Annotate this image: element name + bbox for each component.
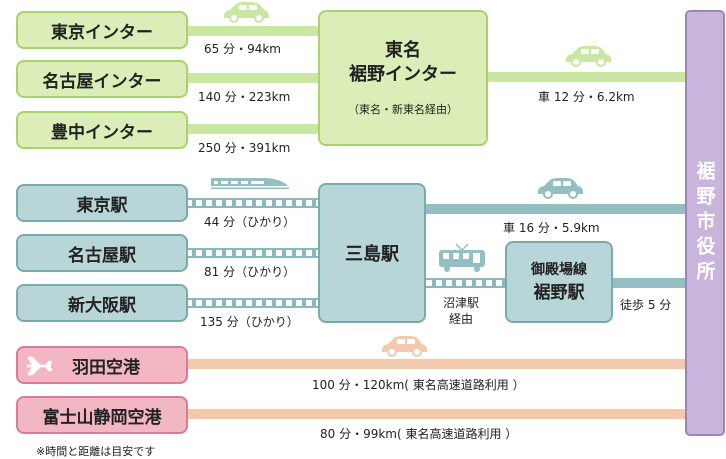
shinkansen-track-osaka	[186, 298, 318, 308]
origin-tokyo-ic-label: 東京インター	[51, 22, 153, 43]
time-shin-osaka-station: 135 分（ひかり）	[200, 315, 299, 329]
footnote: ※時間と距離は目安です	[36, 445, 156, 458]
origin-shizuoka-airport: 富士山静岡空港	[16, 396, 188, 434]
origin-nagoya-station: 名古屋駅	[16, 234, 188, 272]
origin-haneda-airport: 羽田空港	[16, 346, 188, 384]
shinkansen-track-nagoya	[186, 248, 318, 258]
origin-tokyo-station: 東京駅	[16, 184, 188, 222]
highway-line-toyonaka	[186, 124, 318, 134]
walk-line-susono	[612, 278, 686, 288]
hub-susono-ic-note: （東名・新東名経由）	[348, 103, 458, 116]
transfer-numazu-line2: 経由	[449, 312, 474, 326]
highway-line-to-city	[488, 72, 686, 82]
origin-shizuoka-airport-label: 富士山静岡空港	[42, 407, 162, 428]
hub-mishima-station: 三島駅	[318, 183, 426, 323]
origin-nagoya-station-label: 名古屋駅	[68, 245, 136, 266]
local-track-numazu	[426, 278, 506, 288]
susono-station: 御殿場線 裾野駅	[505, 241, 613, 323]
destination-susono-city-hall: 裾野市役所	[685, 10, 725, 436]
hub-mishima-station-label: 三島駅	[345, 244, 399, 265]
car-icon	[538, 178, 583, 199]
origin-nagoya-ic-label: 名古屋インター	[42, 71, 162, 92]
origin-toyonaka-ic-label: 豊中インター	[51, 122, 153, 143]
hub-susono-ic: 東名 裾野インター （東名・新東名経由）	[318, 10, 488, 146]
shinkansen-icon	[211, 178, 289, 189]
car-line-mishima-to-city	[426, 204, 686, 214]
time-tokyo-station: 44 分（ひかり）	[204, 215, 296, 229]
transfer-numazu-line1: 沼津駅	[443, 296, 480, 310]
air-line-shizuoka	[186, 409, 686, 419]
shinkansen-track-tokyo	[186, 198, 318, 208]
origin-shin-osaka-station: 新大阪駅	[16, 284, 188, 322]
time-susono-ic-to-city: 車 12 分・6.2km	[538, 90, 635, 104]
time-toyonaka-ic: 250 分・391km	[198, 141, 291, 155]
origin-shin-osaka-station-label: 新大阪駅	[68, 295, 136, 316]
origin-tokyo-ic: 東京インター	[16, 11, 188, 49]
time-haneda-airport: 100 分・120km( 東名高速道路利用 ）	[312, 378, 525, 392]
time-walk-susono: 徒歩 5 分	[620, 298, 672, 312]
highway-line-nagoya	[186, 73, 318, 83]
time-shizuoka-airport: 80 分・99km( 東名高速道路利用 ）	[320, 427, 518, 441]
highway-line-tokyo	[186, 26, 318, 36]
time-nagoya-ic: 140 分・223km	[198, 90, 291, 104]
car-icon	[566, 46, 611, 67]
destination-susono-city-hall-label: 裾野市役所	[693, 160, 716, 286]
time-nagoya-station: 81 分（ひかり）	[204, 265, 296, 279]
train-icon	[439, 243, 485, 272]
airplane-icon	[27, 356, 53, 376]
air-line-haneda	[186, 359, 686, 369]
origin-nagoya-ic: 名古屋インター	[16, 60, 188, 98]
origin-tokyo-station-label: 東京駅	[76, 195, 128, 216]
susono-station-line1: 御殿場線	[531, 262, 587, 278]
car-icon	[382, 336, 427, 357]
car-icon	[224, 2, 269, 23]
hub-susono-ic-line2: 裾野インター	[349, 64, 457, 85]
origin-toyonaka-ic: 豊中インター	[16, 111, 188, 149]
time-mishima-to-city: 車 16 分・5.9km	[503, 221, 600, 235]
hub-susono-ic-line1: 東名	[385, 40, 421, 61]
origin-haneda-airport-label: 羽田空港	[72, 357, 140, 378]
susono-station-line2: 裾野駅	[533, 283, 585, 303]
time-tokyo-ic: 65 分・94km	[204, 42, 281, 56]
